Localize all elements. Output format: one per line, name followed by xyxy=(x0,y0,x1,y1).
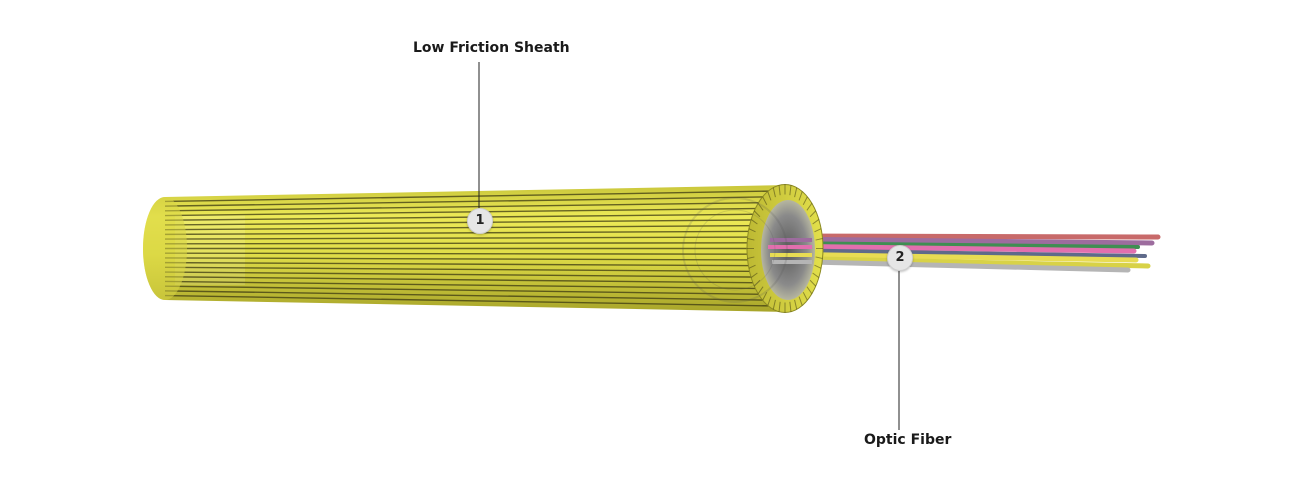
sheath-rim-groove xyxy=(750,219,758,225)
sheath-rim-groove xyxy=(814,228,822,233)
sheath-groove xyxy=(165,236,790,240)
sheath-rim-groove xyxy=(757,202,764,211)
sheath-groove xyxy=(165,252,790,255)
sheath-rim-groove xyxy=(815,256,823,259)
callout-label-fiber: Optic Fiber xyxy=(864,432,952,448)
sheath-rim-groove xyxy=(767,191,772,201)
sheath-groove xyxy=(165,257,790,261)
sheath-rim-groove xyxy=(750,272,758,278)
fiber-strand xyxy=(767,243,1137,254)
sheath-rim-groove xyxy=(815,238,823,241)
sheath-rim-groove xyxy=(748,264,756,269)
sheath-groove xyxy=(165,195,790,208)
callout-label-sheath: Low Friction Sheath xyxy=(413,40,570,56)
sheath-rim-groove xyxy=(809,279,817,287)
sheath-rim-groove xyxy=(809,210,817,218)
sheath-rim-groove xyxy=(778,301,781,312)
fiber-strand xyxy=(767,233,1161,240)
sheath-rim-groove xyxy=(748,228,756,233)
fiber-strand xyxy=(767,258,1131,273)
sheath-groove xyxy=(165,266,790,273)
sheath-rim-groove xyxy=(747,256,755,259)
sheath-groove xyxy=(165,201,790,212)
sheath-rim-groove xyxy=(794,299,798,310)
sheath-groove xyxy=(165,289,790,302)
sheath-rim-groove xyxy=(747,238,755,241)
sheath-rim-groove xyxy=(806,286,813,295)
fiber-strand xyxy=(767,255,1151,269)
sheath-rim-groove xyxy=(814,264,822,269)
sheath-left-end xyxy=(143,197,187,300)
fiber-strand xyxy=(767,251,1139,263)
sheath-groove xyxy=(165,294,790,307)
sheath-rim-groove xyxy=(798,296,803,306)
sheath-rim-groove xyxy=(794,187,798,198)
optic-fibers xyxy=(767,233,1161,273)
sheath-rim-groove xyxy=(757,286,764,295)
watermark xyxy=(682,197,788,303)
callout-badge-1: 1 xyxy=(467,208,493,234)
sheath-rim-groove xyxy=(762,196,768,206)
sheath-groove xyxy=(165,242,790,245)
sheath-rim-groove xyxy=(812,272,820,278)
sheath-rim-groove xyxy=(753,210,761,218)
sheath-rim-groove xyxy=(767,296,772,306)
sheath-rim-groove xyxy=(789,185,792,196)
sheath-rim-groove xyxy=(778,185,781,196)
sheath-rim-groove xyxy=(772,187,776,198)
callout-badge-2: 2 xyxy=(887,245,913,271)
fiber-strand xyxy=(768,241,1140,249)
sheath-groove xyxy=(165,275,790,284)
sheath-groove xyxy=(165,261,790,267)
sheath-rim-groove xyxy=(772,299,776,310)
sheath-groove xyxy=(165,280,790,290)
sheath-groove xyxy=(165,271,790,279)
sheath-open-end xyxy=(746,184,824,313)
sheath-rim-groove xyxy=(762,291,768,301)
sheath-groove xyxy=(165,285,790,296)
sheath-rim-groove xyxy=(802,196,808,206)
sheath-rim-groove xyxy=(789,301,792,312)
sheath-rim-groove xyxy=(798,191,803,201)
fiber-strand xyxy=(767,236,1155,246)
sheath-rim-groove xyxy=(753,279,761,287)
sheath-groove xyxy=(165,230,790,236)
sheath-rim-groove xyxy=(806,202,813,211)
low-friction-sheath xyxy=(143,185,790,312)
fiber-strand xyxy=(768,248,1147,258)
sheath-rim-groove xyxy=(802,291,808,301)
sheath-groove xyxy=(165,190,790,203)
sheath-bore xyxy=(761,200,815,300)
sheath-rim-groove xyxy=(812,219,820,225)
